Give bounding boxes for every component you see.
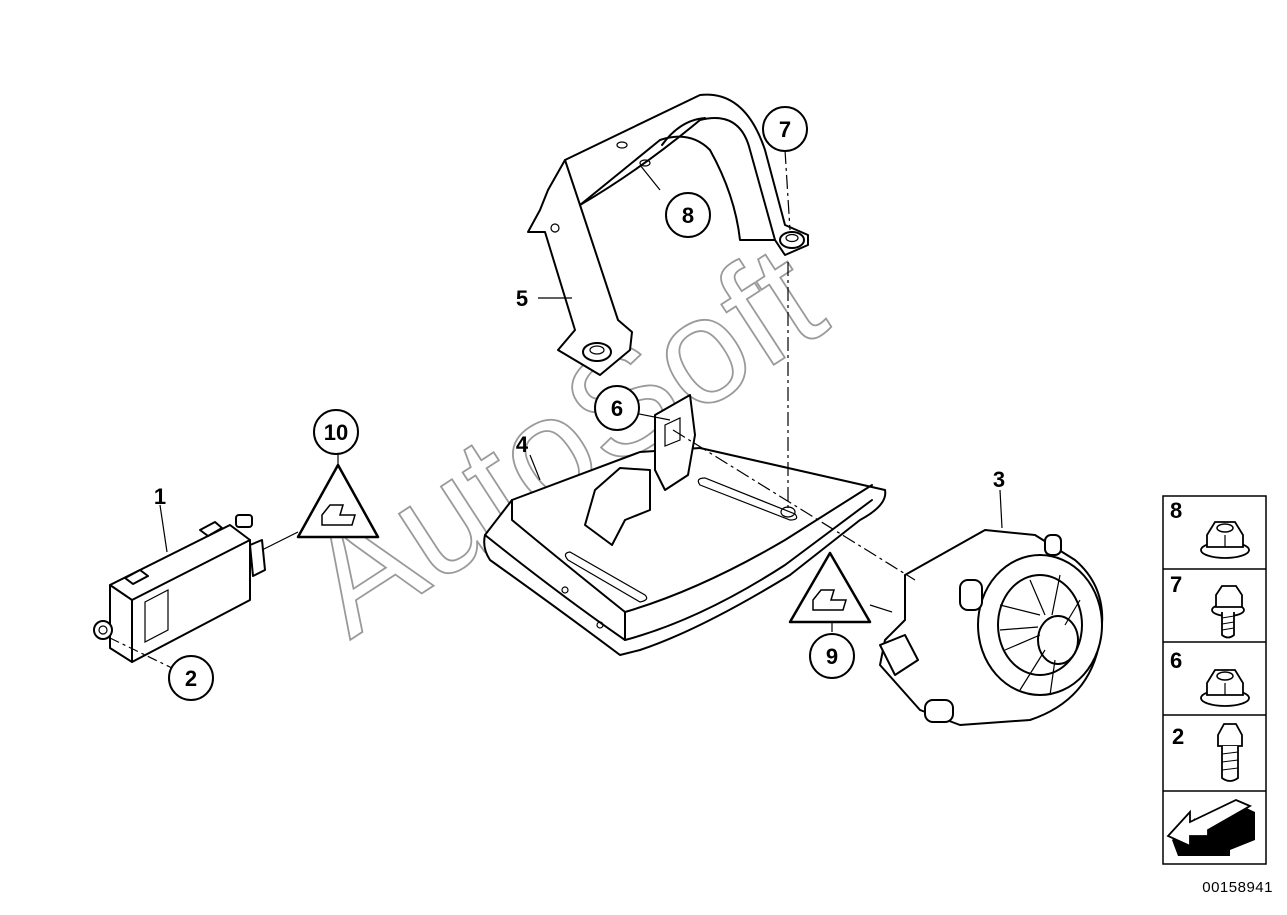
label-3[interactable]: 3 — [993, 467, 1005, 492]
callout-8[interactable]: 8 — [665, 192, 711, 238]
label-4[interactable]: 4 — [516, 432, 529, 457]
diagram-id: 00158941 — [1202, 879, 1273, 896]
callout-6[interactable]: 6 — [594, 385, 640, 431]
callout-7[interactable]: 7 — [762, 106, 808, 152]
legend-row-2[interactable]: 2 — [1172, 723, 1243, 782]
control-module-part-1[interactable] — [93, 514, 266, 663]
callout-9-label: 9 — [826, 644, 838, 669]
legend-num-2: 2 — [1172, 724, 1184, 749]
callout-6-label: 6 — [611, 396, 623, 421]
bracket-part-5[interactable] — [527, 93, 809, 376]
callout-10-label: 10 — [324, 420, 348, 445]
hex-flange-nut-icon — [1200, 521, 1250, 559]
legend-num-7: 7 — [1170, 572, 1182, 597]
hex-bolt-icon — [1211, 585, 1245, 639]
fastener-legend: 8 7 6 — [1162, 495, 1267, 865]
callout-7-label: 7 — [779, 117, 791, 142]
label-5[interactable]: 5 — [516, 286, 528, 311]
legend-num-6: 6 — [1170, 648, 1182, 673]
callout-8-label: 8 — [682, 203, 694, 228]
legend-row-6[interactable]: 6 — [1170, 648, 1250, 707]
connector-warning-triangle — [788, 551, 872, 624]
siren-part-3[interactable] — [879, 529, 1104, 726]
legend-row-7[interactable]: 7 — [1170, 572, 1245, 639]
callout-2-label: 2 — [185, 666, 197, 691]
hex-flange-nut-icon — [1200, 669, 1250, 707]
label-1[interactable]: 1 — [154, 484, 166, 509]
callout-2[interactable]: 2 — [168, 655, 214, 701]
callout-10[interactable]: 10 — [313, 409, 359, 455]
callout-9[interactable]: 9 — [809, 633, 855, 679]
leader-lines — [109, 149, 1003, 669]
connector-warning-triangle — [296, 463, 380, 539]
location-arrow-icon — [1166, 799, 1255, 856]
legend-row-8[interactable]: 8 — [1170, 498, 1250, 559]
legend-num-8: 8 — [1170, 498, 1182, 523]
hex-bolt-icon — [1217, 723, 1243, 782]
